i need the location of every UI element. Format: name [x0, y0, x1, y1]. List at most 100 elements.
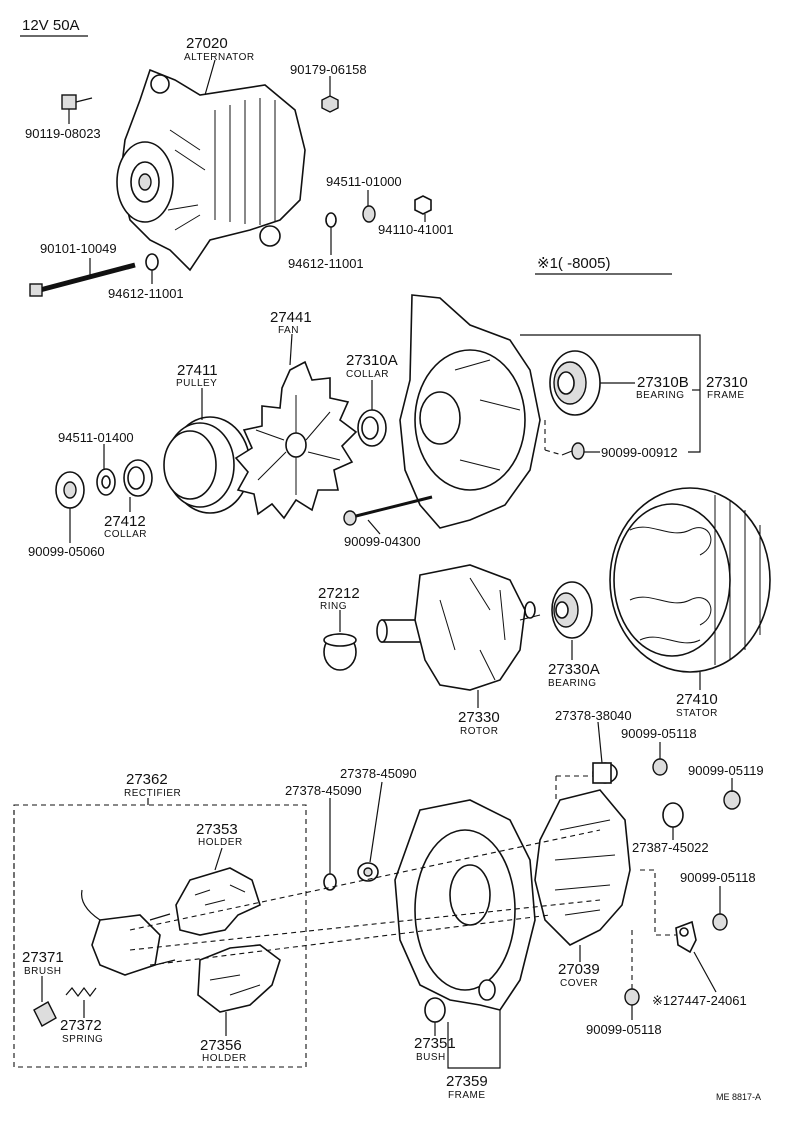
part-94110-41001: 94110-41001	[378, 222, 454, 237]
part-27387-45022: 27387-45022	[632, 840, 709, 855]
grommet-27378-45090-b-illustration	[357, 862, 379, 882]
grommet-27378-45090-a-illustration	[323, 873, 337, 891]
holder-a-caption: HOLDER	[198, 837, 243, 848]
guide-frame-screw-b	[544, 449, 563, 456]
collar-b-caption: COLLAR	[104, 529, 147, 540]
part-94612-11001-a: 94612-11001	[288, 256, 364, 271]
washer-94612-11001-a-illustration	[325, 212, 337, 228]
nut-94110-41001-illustration	[414, 195, 432, 215]
guide-line-b	[129, 899, 601, 951]
stator-27410-illustration	[609, 487, 771, 673]
bolt-90119-08023-illustration	[61, 94, 93, 110]
rotor-caption: ROTOR	[460, 726, 498, 737]
part-90099-05118-c: 90099-05118	[586, 1022, 662, 1037]
part-27378-45090-b: 27378-45090	[340, 766, 417, 781]
cover-27039-illustration	[534, 789, 631, 946]
washer-94511-01400-illustration	[96, 468, 116, 496]
spec-label: 12V 50A	[22, 17, 80, 34]
guide-line-c	[149, 914, 551, 966]
pulley-caption: PULLEY	[176, 378, 217, 389]
nut-90099-05118-b-illustration	[712, 913, 728, 931]
part-94612-11001-b: 94612-11001	[108, 286, 184, 301]
leader-alternator	[204, 59, 216, 96]
bush-caption: BUSH	[416, 1052, 446, 1063]
part-94511-01400: 94511-01400	[58, 430, 134, 445]
rectifier-number: 27362	[126, 771, 168, 788]
nut-90179-06158-illustration	[321, 95, 339, 113]
spring-number: 27372	[60, 1017, 102, 1034]
frame-rear-caption: FRAME	[448, 1090, 486, 1101]
fan-caption: FAN	[278, 325, 299, 336]
rectifier-caption: RECTIFIER	[124, 788, 181, 799]
bearing-b-caption: BEARING	[636, 390, 685, 401]
holder-27353-illustration	[175, 867, 261, 936]
leader-90099-04300	[367, 519, 381, 535]
leader-frame-front-bracket	[520, 334, 701, 453]
bush-27351-illustration	[424, 997, 446, 1023]
rear-frame-illustration	[394, 799, 536, 1011]
leader-27447-24061	[693, 951, 717, 993]
cover-number: 27039	[558, 961, 600, 978]
holder-a-number: 27353	[196, 821, 238, 838]
nut-90099-05119-illustration	[723, 790, 741, 810]
holder-b-caption: HOLDER	[202, 1053, 247, 1064]
leader-27378-45090-b	[369, 781, 383, 863]
drawing-code: ME 8817-A	[716, 1092, 761, 1102]
cover-caption: COVER	[560, 978, 598, 989]
part-90099-05118-b: 90099-05118	[680, 870, 756, 885]
part-90099-04300: 90099-04300	[344, 534, 421, 549]
part-90099-05119: 90099-05119	[688, 763, 764, 778]
nut-90099-05060-illustration	[55, 471, 85, 509]
washer-94511-01000-illustration	[362, 205, 376, 223]
frame-rear-number: 27359	[446, 1073, 488, 1090]
spring-caption: SPRING	[62, 1034, 103, 1045]
brush-caption: BRUSH	[24, 966, 62, 977]
part-27447-24061: ※127447-24061	[652, 993, 747, 1008]
bearing-a-caption: BEARING	[548, 678, 597, 689]
bearing-27310b-illustration	[549, 350, 601, 416]
collar-b-number: 27412	[104, 513, 146, 530]
rectifier-assembly-illustration	[80, 889, 176, 976]
leader-frame-rear	[447, 1010, 501, 1069]
frame-front-number: 27310	[706, 374, 748, 391]
collar-a-caption: COLLAR	[346, 369, 389, 380]
guide-line-a	[129, 829, 601, 931]
washer-94612-11001-b-illustration	[145, 253, 159, 271]
insulator-27378-38040-illustration	[592, 762, 618, 784]
guide-line-f	[640, 869, 676, 936]
holder-b-number: 27356	[200, 1037, 242, 1054]
range-note: ※1( -8005)	[537, 255, 610, 272]
leader-holder-a	[214, 847, 223, 871]
front-frame-illustration	[399, 294, 541, 529]
bearing-b-number: 27310B	[637, 374, 689, 391]
nut-90099-05118-c-illustration	[624, 988, 640, 1006]
brush-number: 27371	[22, 949, 64, 966]
terminal-27447-24061-illustration	[675, 920, 697, 954]
pulley-number: 27411	[177, 362, 218, 379]
rotor-27330-illustration	[376, 564, 541, 691]
collar-27412-illustration	[123, 459, 153, 497]
fan-number: 27441	[270, 309, 312, 326]
bolt-90101-10049-illustration	[29, 262, 136, 297]
nut-90099-05118-a-illustration	[652, 758, 668, 776]
part-90099-00912: 90099-00912	[601, 445, 678, 460]
spring-27372-illustration	[65, 987, 97, 997]
alternator-illustration	[116, 68, 306, 272]
holder-27356-illustration	[197, 944, 281, 1013]
leader-fan	[289, 333, 293, 366]
leader-27378-38040	[597, 721, 603, 764]
part-90099-05060: 90099-05060	[28, 544, 105, 559]
insulator-27387-45022-illustration	[662, 802, 684, 828]
part-90101-10049: 90101-10049	[40, 241, 117, 256]
part-27378-45090-a: 27378-45090	[285, 783, 362, 798]
bearing-a-number: 27330A	[548, 661, 600, 678]
part-90179-06158: 90179-06158	[290, 62, 367, 77]
part-94511-01000: 94511-01000	[326, 174, 402, 189]
pulley-27411-illustration	[163, 416, 251, 514]
part-90119-08023: 90119-08023	[25, 126, 101, 141]
ring-number: 27212	[318, 585, 360, 602]
frame-front-caption: FRAME	[707, 390, 745, 401]
brush-27371-illustration	[33, 1001, 57, 1027]
part-90099-05118-a: 90099-05118	[621, 726, 697, 741]
